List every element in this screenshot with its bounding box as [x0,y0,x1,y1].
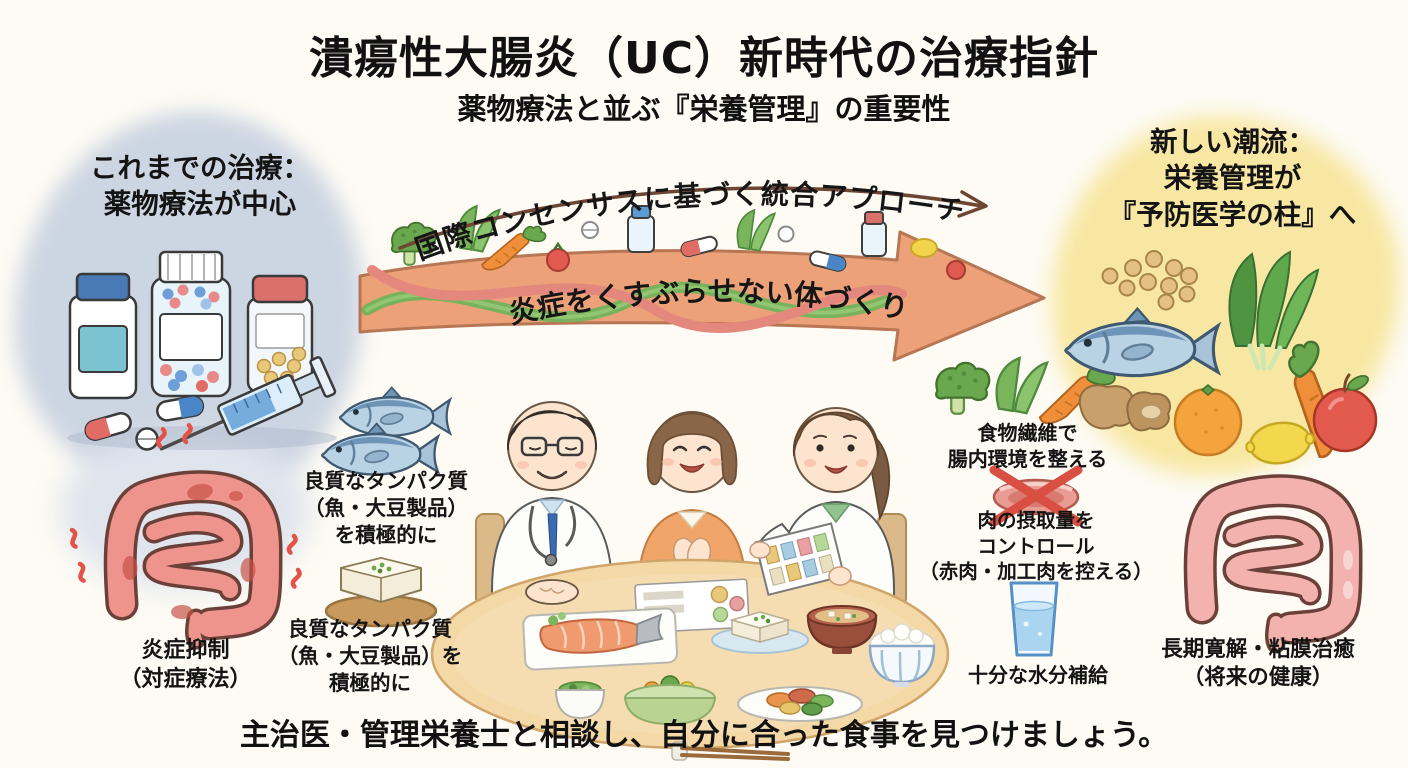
chopsticks [671,741,790,761]
water-glass-icon [1009,581,1059,657]
tofu-block [340,556,422,604]
consensus-arrow-line [398,186,988,250]
center-label-arc: 炎症をくすぶらせない体づくり [506,275,911,330]
dietitian-arm-and-pamphlet [749,522,852,596]
inflamed-intestine-illustration [69,423,302,654]
interwoven-ribbons [361,265,907,334]
integration-arrow [358,230,1046,362]
meat-control-label: 肉の摂取量を コントロール （赤肉・加工肉を控える） [919,509,1153,584]
pill-icon [777,225,795,243]
lemon-icon [910,238,938,258]
consultation-scene [430,401,950,761]
capsule-red-white [84,412,132,441]
medicine-bottle-blue-cap [68,272,138,400]
fish-icon [1064,307,1220,378]
medicines-illustration [67,250,337,451]
miso-soup-bowl [806,605,878,654]
tomato-icon [546,248,570,272]
soybeans [1101,250,1198,311]
side-dish-bowl [554,681,606,720]
tofu-dish [711,611,809,654]
new-trend-caption: 長期寛解・粘膜治癒 （将来の健康） [1161,637,1355,691]
tofu-icon [324,556,438,628]
pain-squiggles [69,423,302,589]
pill-bottle [150,250,232,398]
dietitian [777,407,895,605]
glasses-icon [520,436,584,457]
lemon-fruit [1245,421,1315,465]
integration-arrow-illustration: 国際コンセンサスに基づく統合アプローチ [358,178,1046,362]
tomato-icon [946,260,966,280]
healthy-intestine-illustration [1148,450,1376,656]
small-bottle-icon [861,211,887,257]
rice-bowl [868,623,936,687]
new-trend-heading: 新しい潮流： 栄養管理が 『予防医学の柱』へ [1108,126,1357,231]
protein-lower-label: 良質なタンパク質 （魚・大豆製品）を 積極的に [277,617,463,696]
apple-fruit [1312,373,1378,453]
salad-bowl [623,675,717,726]
healthy-highlights [1343,550,1353,599]
page-subtitle: 薬物療法と並ぶ『栄養管理』の重要性 [457,92,951,126]
protein-upper-label: 良質なタンパク質 （魚・大豆製品） を積極的に [304,469,468,548]
inflammation-spots [122,483,256,619]
center-label: 炎症をくすぶらせない体づくり [506,275,911,330]
orange-fruit [1173,384,1243,457]
capsule-icon [809,250,847,272]
stirfry-plate [737,686,863,722]
shadow [67,426,337,450]
small-bottle-icon [627,205,655,253]
doctor-hands [525,579,579,605]
arrow-foods-and-pills [390,205,966,283]
ginger-root [1078,384,1171,432]
prohibit-x-icon [989,465,1083,527]
capsule-icon [680,235,718,258]
tablet-bottle-red-cap [246,274,314,394]
hydration-label: 十分な水分補給 [968,663,1108,687]
fiber-label: 食物繊維で 腸内環境を整える [947,421,1108,472]
old-treatment-heading: これまでの治療： 薬物療法が中心 [90,152,310,221]
capsule-blue-white [156,395,205,422]
meat-crossed-out-icon [989,465,1083,527]
spinach-leaves [1228,250,1320,371]
old-treatment-caption: 炎症抑制 （対症療法） [119,638,252,693]
page-title: 潰瘍性大腸炎（UC）新時代の治療指針 [308,33,1100,84]
healthy-foods-illustration [1064,250,1378,465]
round-pill [135,427,159,451]
syringe [159,356,337,451]
grilled-fish-plate [522,607,679,671]
footer-message: 主治医・管理栄養士と相談し、自分に合った食事を見つけましょう。 [239,718,1169,753]
